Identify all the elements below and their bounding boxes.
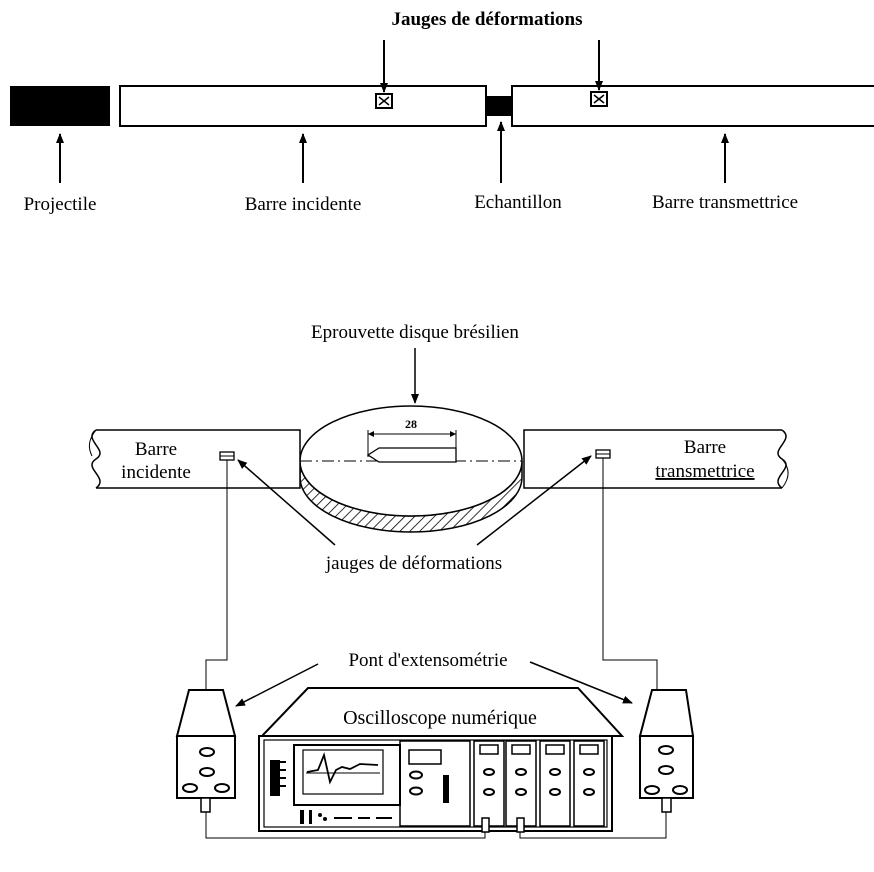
signal-trace [306, 751, 379, 785]
bottom-setup: Eprouvette disque brésilien 28 Barre inc… [88, 322, 789, 839]
projectile [10, 86, 110, 126]
top-gauges-label: Jauges de déformations [391, 9, 582, 30]
gauge-incident-top [375, 40, 393, 109]
oscilloscope-label: Oscilloscope numérique [343, 707, 537, 729]
gauge-transmitter-top [590, 40, 608, 107]
channel-module-3 [539, 740, 571, 827]
oscilloscope: Oscilloscope numérique [258, 687, 625, 833]
notch-slot [366, 447, 457, 463]
bridge-box-right [638, 689, 695, 813]
sample-label: Echantillon [474, 192, 562, 213]
specimen-label: Eprouvette disque brésilien [311, 322, 519, 343]
wire-left [205, 460, 228, 690]
arrow-gauge-incident [237, 459, 336, 546]
rotary-knob [270, 760, 280, 796]
incident-bar-label-line1: Barre [135, 439, 177, 460]
transmitter-bar-label: Barre transmettrice [652, 192, 798, 213]
incident-bar-label-line2: incidente [121, 462, 191, 483]
channel-module-4 [573, 740, 605, 827]
arrow-bridge-left [235, 663, 319, 707]
arrow-gauge-transmitter [476, 455, 592, 546]
arrow-bridge-right [529, 661, 633, 704]
cable-left [205, 812, 486, 839]
bridge-label: Pont d'extensométrie [348, 650, 507, 671]
transmitter-bar-label-line1: Barre [684, 437, 726, 458]
incident-bar [119, 85, 487, 127]
top-setup: Jauges de déformations Projectile Barre … [10, 9, 874, 215]
incident-bar-cylinder: Barre incidente [88, 429, 301, 489]
brazilian-disc: 28 [299, 405, 523, 533]
cable-right [519, 812, 667, 839]
sample [486, 96, 512, 116]
dimension-label: 28 [405, 417, 417, 431]
projectile-label: Projectile [24, 194, 97, 215]
bottom-gauges-label: jauges de déformations [325, 553, 502, 574]
wire-right [602, 458, 658, 690]
channel-module-2 [505, 740, 537, 833]
transmitter-bar [511, 85, 874, 127]
transmitter-bar-label-line2: transmettrice [655, 461, 754, 482]
bridge-box-left [175, 689, 237, 813]
incident-bar-label: Barre incidente [245, 194, 362, 215]
transmitter-bar-cylinder: Barre transmettrice [523, 429, 789, 489]
